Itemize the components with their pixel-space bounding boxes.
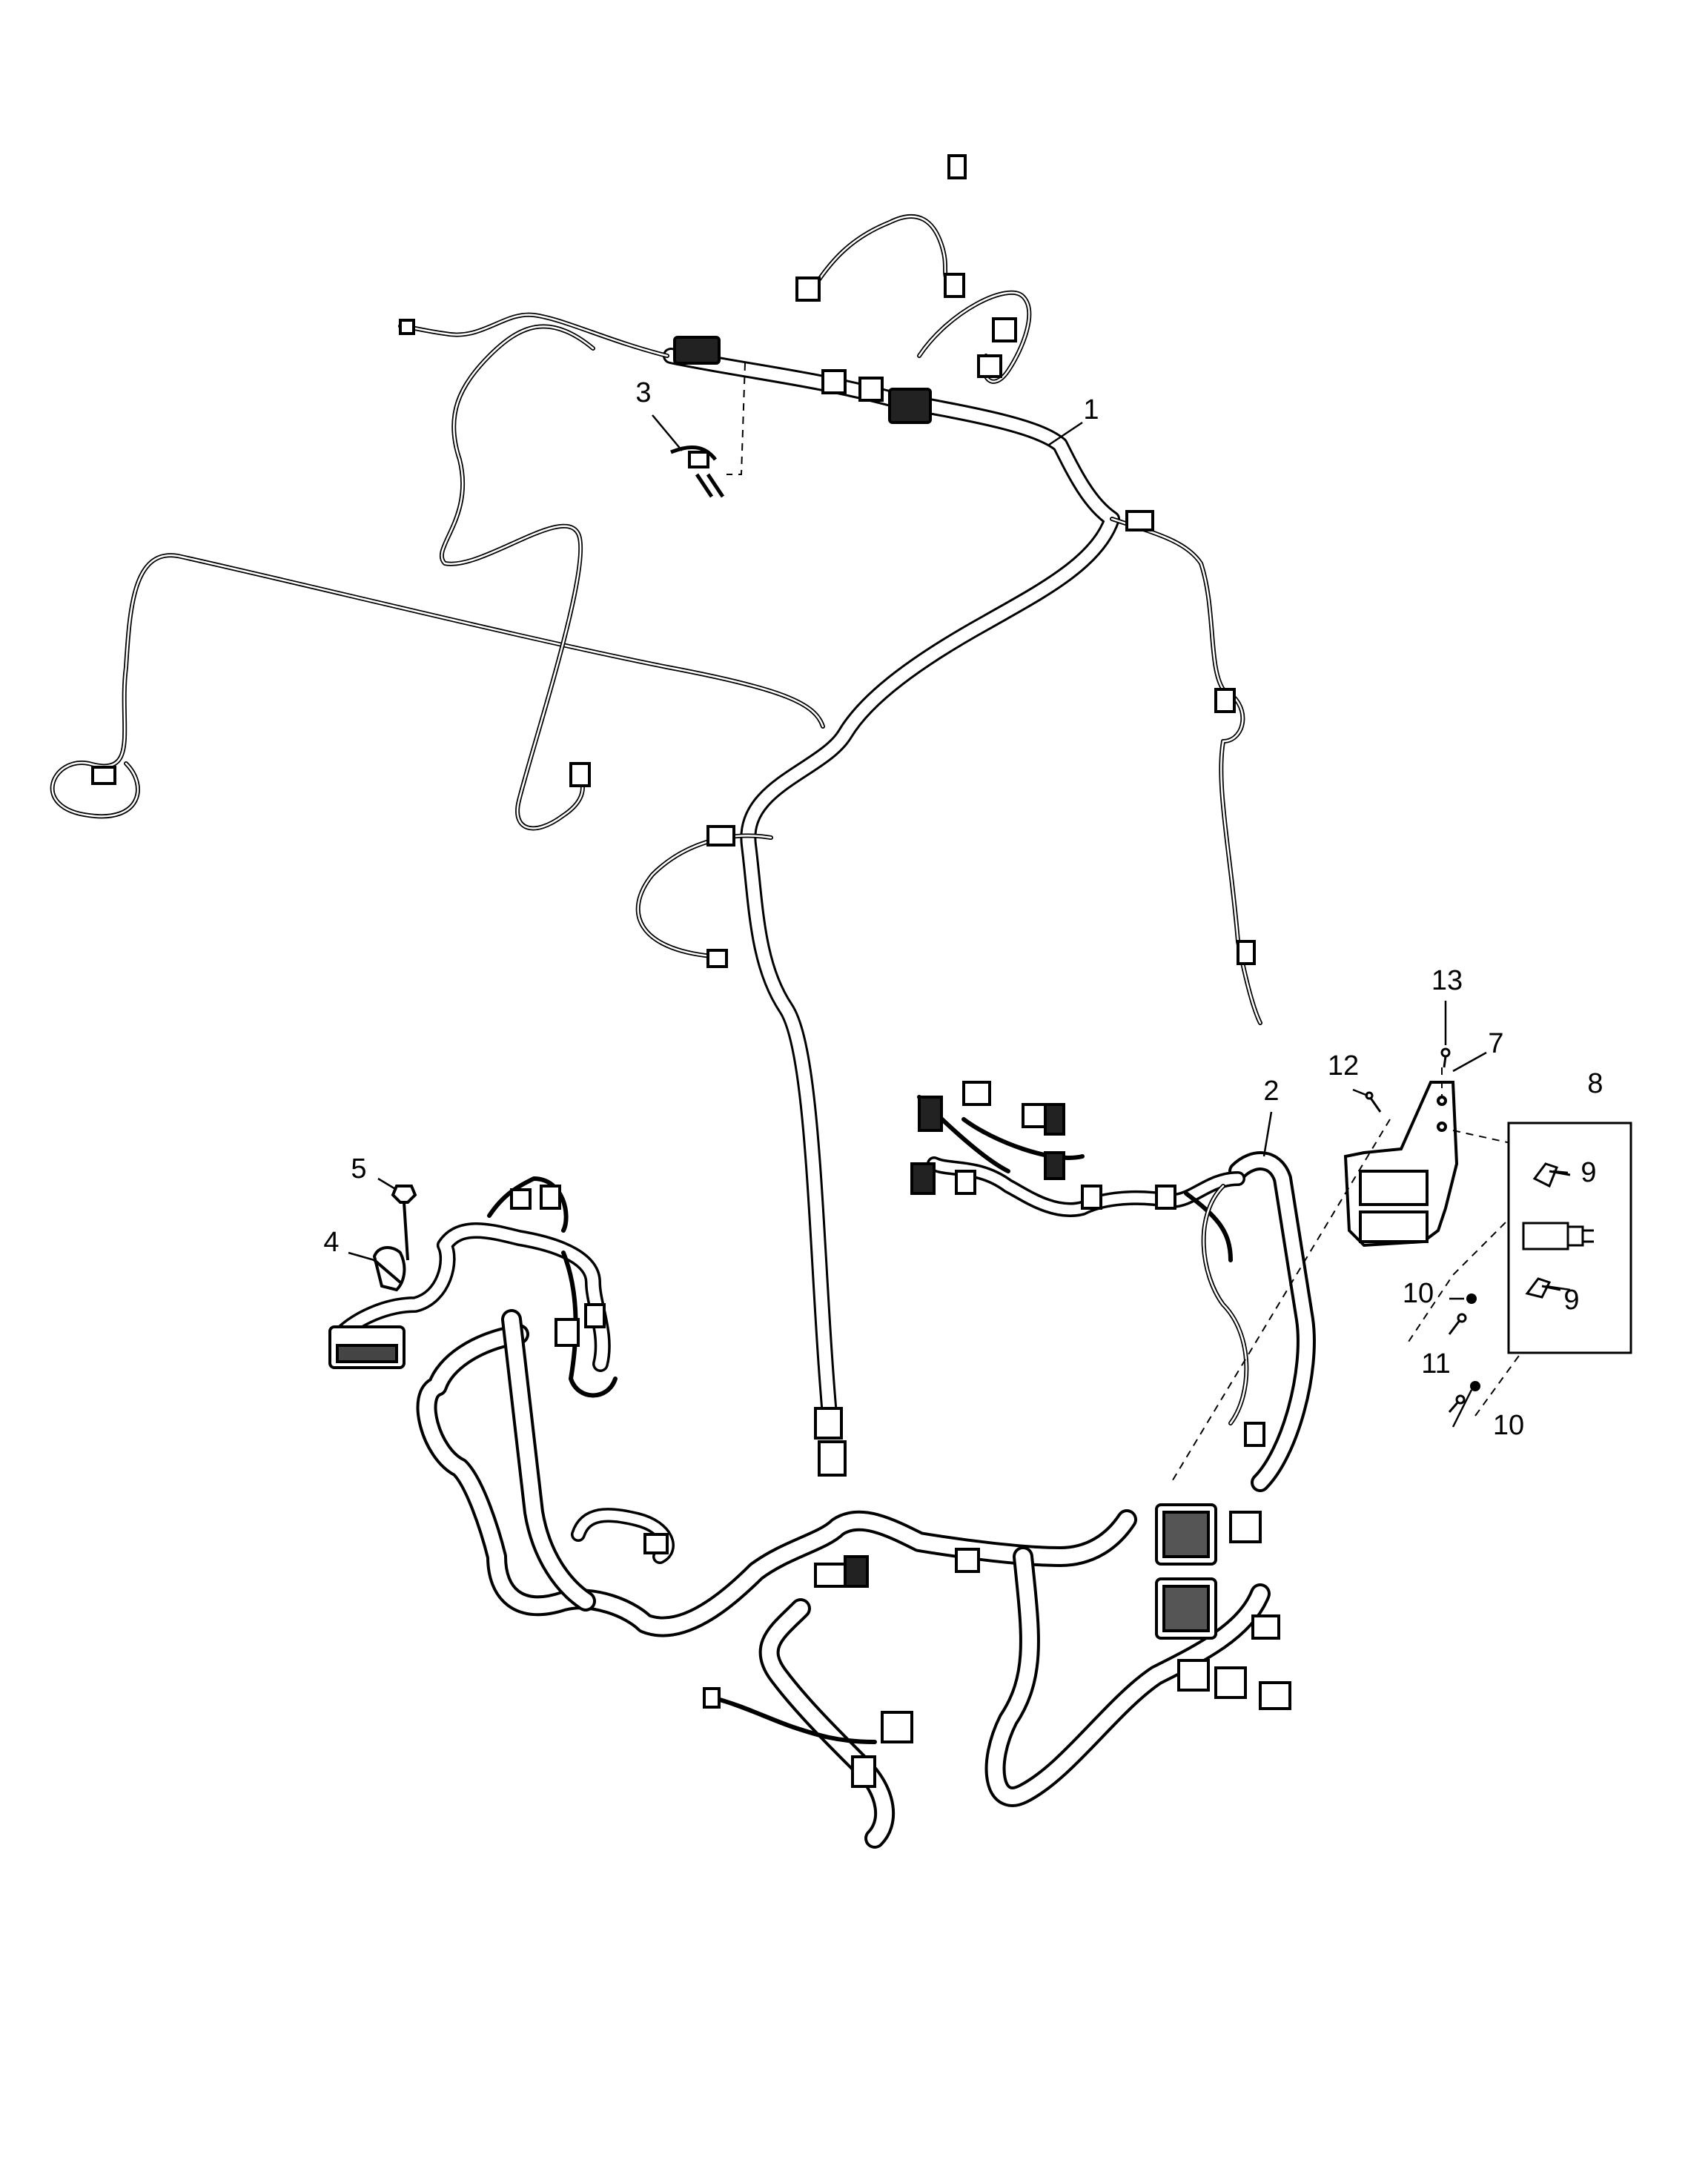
part-10-nut-upper [1466,1294,1477,1304]
part-5-bolt [391,1185,417,1261]
callout-4: 4 [323,1227,340,1258]
callout-1: 1 [1083,394,1099,425]
part-8-box [1507,1122,1632,1354]
callout-10-lower: 10 [1492,1410,1525,1441]
part-4-clip [372,1246,406,1292]
callout-10-upper: 10 [1402,1278,1434,1309]
callout-8: 8 [1587,1068,1603,1099]
part-7-bracket [1343,1081,1459,1248]
part-10-nut-lower [1470,1381,1480,1391]
part-3-connector [670,362,746,498]
callout-13: 13 [1431,965,1463,996]
part-12-screw [1365,1091,1382,1113]
upper-harness-connectors [91,154,1256,1477]
callout-12: 12 [1327,1050,1360,1082]
callout-9-lower: 9 [1563,1285,1580,1316]
callout-7: 7 [1488,1028,1504,1059]
lower-harness-connectors [328,1081,1291,1788]
part-11-screw-lower [1448,1394,1466,1413]
callout-9-upper: 9 [1580,1157,1597,1188]
part-13-screw [1440,1047,1451,1068]
callout-2: 2 [1263,1076,1280,1107]
callout-5: 5 [351,1153,367,1185]
callout-3: 3 [635,377,652,408]
callout-11: 11 [1421,1348,1451,1379]
callout-leaders [348,414,1571,1428]
part-11-screw [1448,1313,1467,1335]
upper-harness [50,213,1262,1431]
